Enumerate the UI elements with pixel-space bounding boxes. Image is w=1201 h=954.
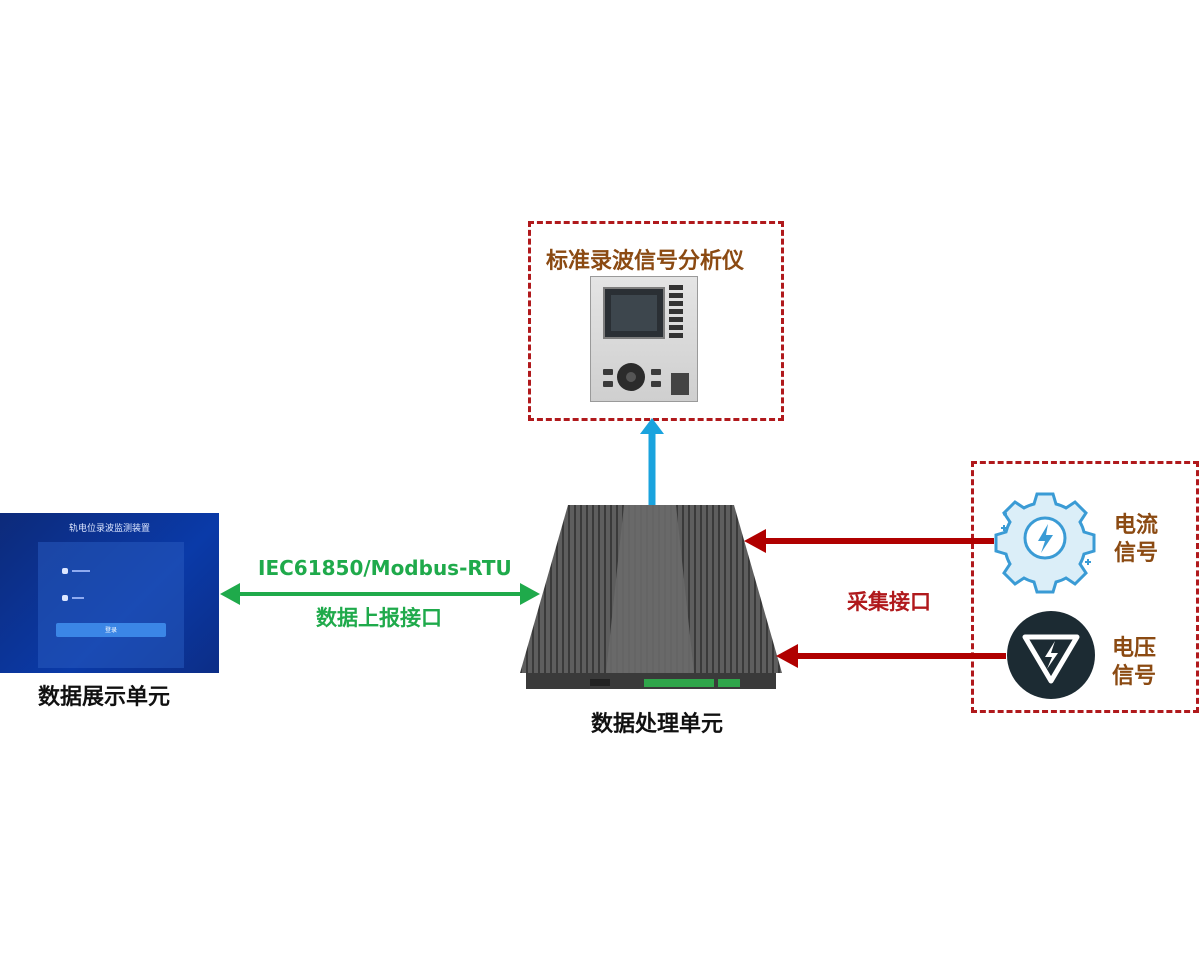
analyzer-device xyxy=(590,276,698,402)
current-signal-line2: 信号 xyxy=(1114,540,1159,566)
screen-title: 轨电位录波监测装置 xyxy=(68,524,150,534)
lightning-triangle-icon xyxy=(1007,611,1095,699)
analyzer-box xyxy=(528,221,784,421)
signal-box xyxy=(971,461,1199,713)
display-unit-screen: 轨电位录波监测装置 登录 xyxy=(0,513,219,673)
current-arrowhead xyxy=(744,529,766,553)
report-interface-label: 数据上报接口 xyxy=(316,605,442,630)
analyzer-title: 标准录波信号分析仪 xyxy=(546,248,745,274)
lock-icon xyxy=(62,595,68,601)
upload-arrowhead xyxy=(640,418,664,434)
display-unit-caption: 数据展示单元 xyxy=(38,684,171,710)
lightning-gear-icon xyxy=(994,492,1096,594)
voltage-signal-line2: 信号 xyxy=(1112,663,1157,689)
processing-unit-device xyxy=(520,505,782,689)
analyzer-dpad-icon xyxy=(617,363,645,391)
report-arrowhead-left xyxy=(220,583,240,605)
voltage-signal-line1: 电压 xyxy=(1112,635,1157,661)
login-button: 登录 xyxy=(56,623,166,637)
current-signal-line1: 电流 xyxy=(1114,512,1159,538)
report-arrowhead-right xyxy=(520,583,540,605)
protocol-label: IEC61850/Modbus-RTU xyxy=(258,556,512,580)
voltage-arrowhead xyxy=(776,644,798,668)
collect-interface-label: 采集接口 xyxy=(847,589,931,614)
processing-unit-caption: 数据处理单元 xyxy=(591,711,724,737)
user-icon xyxy=(62,568,68,574)
